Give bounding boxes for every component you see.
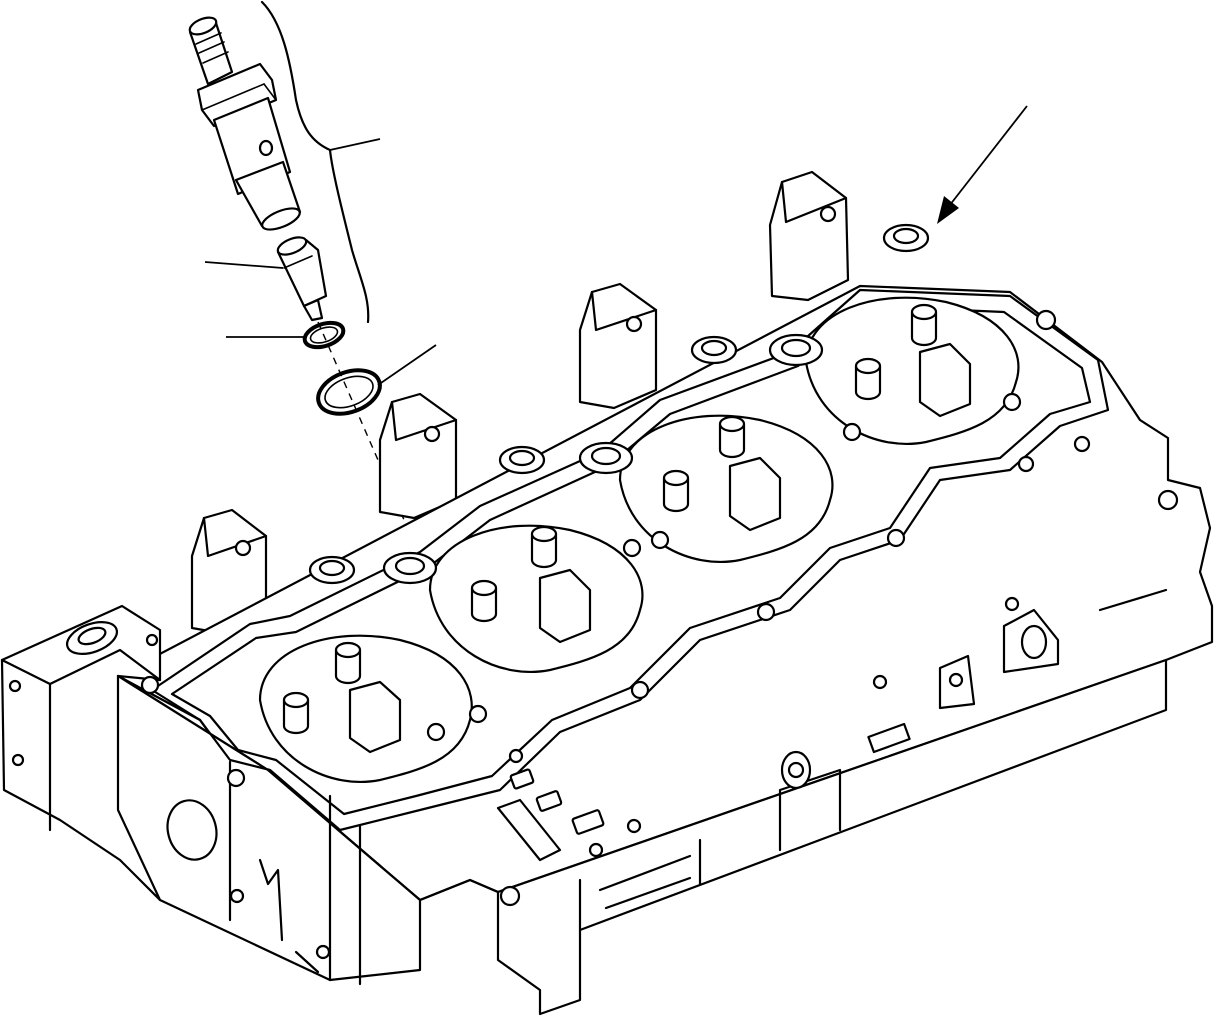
valve-bosses: [282, 303, 938, 735]
large-seal-ring: [316, 368, 382, 416]
cylinder-pockets: [258, 296, 1020, 783]
gasket-outline: [150, 288, 1110, 832]
leader-line-seal-ring: [377, 344, 437, 386]
bolt-holes: [140, 309, 1179, 907]
cylinder-head: [0, 170, 1214, 1016]
small-o-ring: [302, 320, 346, 350]
cylinder-head-arrow: [937, 105, 1028, 224]
head-front-face: [116, 658, 1168, 1016]
injector-nozzle: [276, 236, 328, 322]
head-right-face: [578, 588, 1168, 932]
leader-line-nozzle: [204, 261, 284, 269]
rocker-pedestals: [190, 170, 850, 636]
oil-ports: [496, 768, 605, 862]
rocker-supports: [348, 342, 972, 754]
injector-bores: [308, 223, 930, 585]
fuel-injector: [188, 16, 302, 231]
leader-line-injector: [329, 138, 381, 151]
